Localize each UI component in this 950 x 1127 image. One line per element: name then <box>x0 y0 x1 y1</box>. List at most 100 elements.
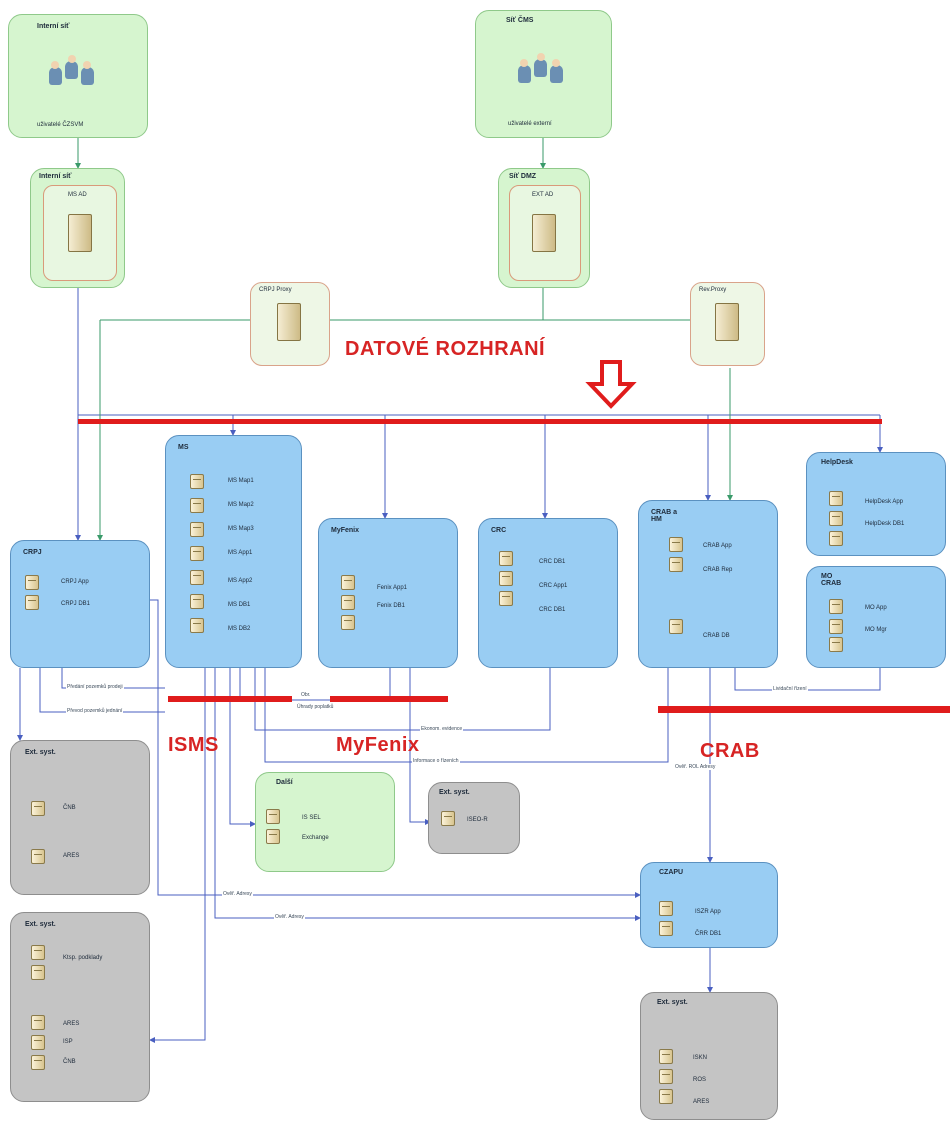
node-title: CZAPU <box>659 869 684 876</box>
server-icon <box>25 595 39 610</box>
ms-node[interactable]: MS MS Map1 MS Map2 MS Map3 MS App1 MS Ap… <box>165 435 302 668</box>
datove-rozhrani-bars <box>78 419 950 713</box>
ext-syst-4-node[interactable]: Ext. syst. ISKN ROS ARES <box>640 992 778 1120</box>
node-title: MyFenix <box>331 527 360 534</box>
ms-item: MS DB1 <box>228 602 251 608</box>
dalsi-node[interactable]: Další IS SEL Exchange <box>255 772 395 872</box>
ext2-item: ISEO-R <box>467 817 488 823</box>
datove-rozhrani-label: DATOVÉ ROZHRANÍ <box>345 338 546 360</box>
intranet-users-node[interactable]: Interní síť uživatelé ČZSVM <box>8 14 148 138</box>
node-title: MO CRAB <box>821 573 842 587</box>
server-icon <box>829 637 843 652</box>
crab-item: CRAB App <box>703 543 732 549</box>
node-title: CRPJ <box>23 549 42 556</box>
server-icon <box>31 801 45 816</box>
node-title: Ext. syst. <box>657 999 688 1006</box>
crab-item: CRAB DB <box>703 633 730 639</box>
inner-label: MS AD <box>68 192 87 198</box>
server-icon <box>190 594 204 609</box>
mo-crab-node[interactable]: MO CRAB MO App MO Mgr <box>806 566 946 668</box>
internal-ad-node[interactable]: Interní síť MS AD <box>30 168 125 288</box>
edge-label: Ověř. Adresy <box>274 914 305 920</box>
ext-syst-1-node[interactable]: Ext. syst. ČNB ARES <box>10 740 150 895</box>
crc-node[interactable]: CRC CRC DB1 CRC App1 CRC DB1 <box>478 518 618 668</box>
server-icon <box>829 491 843 506</box>
crc-item: CRC DB1 <box>539 559 566 565</box>
ext4-item: ROS <box>693 1077 707 1083</box>
crab-node[interactable]: CRAB a HM CRAB App CRAB Rep CRAB DB <box>638 500 778 668</box>
edge-label: Obr. <box>300 692 312 698</box>
edge-label: Lividační řízení <box>772 686 808 692</box>
server-icon <box>659 1089 673 1104</box>
server-icon <box>341 575 355 590</box>
helpdesk-node[interactable]: HelpDesk HelpDesk App HelpDesk DB1 <box>806 452 946 556</box>
server-icon <box>829 599 843 614</box>
external-users-node[interactable]: Síť ČMS uživatelé externí <box>475 10 612 138</box>
czapu-node[interactable]: CZAPU ISZR App ČRR DB1 <box>640 862 778 948</box>
node-title: Rev.Proxy <box>699 287 727 293</box>
crpj-node[interactable]: CRPJ CRPJ App CRPJ DB1 <box>10 540 150 668</box>
isms-label: ISMS <box>168 734 219 756</box>
server-icon <box>499 551 513 566</box>
rev-proxy-node[interactable]: Rev.Proxy <box>690 282 765 366</box>
down-arrow-icon <box>585 360 637 409</box>
ms-item: MS Map1 <box>228 478 254 484</box>
ms-ad-container: MS AD <box>43 185 117 281</box>
edge-label: Informace o řízeních <box>412 758 460 764</box>
server-icon <box>31 1035 45 1050</box>
edge-label: Ověř. Adresy <box>222 891 253 897</box>
server-icon <box>190 570 204 585</box>
helpdesk-item: HelpDesk App <box>865 499 904 505</box>
ext-syst-2-node[interactable]: Ext. syst. ISEO-R <box>428 782 520 854</box>
users-icon <box>49 55 95 91</box>
czapu-item: ISZR App <box>695 909 721 915</box>
ext4-item: ISKN <box>693 1055 708 1061</box>
server-icon <box>31 965 45 980</box>
myfenix-node[interactable]: MyFenix Fenix App1 Fenix DB1 <box>318 518 458 668</box>
server-icon <box>669 557 683 572</box>
myfenix-label: MyFenix <box>336 734 420 756</box>
myfenix-item: Fenix App1 <box>377 585 408 591</box>
server-icon <box>190 618 204 633</box>
edge-label: Převod pozemků jednání <box>66 708 124 714</box>
ext3-item: Ktsp. podklady <box>63 955 103 961</box>
server-icon <box>659 901 673 916</box>
server-icon <box>659 1049 673 1064</box>
server-icon <box>190 546 204 561</box>
server-icon <box>669 537 683 552</box>
crpj-proxy-node[interactable]: CRPJ Proxy <box>250 282 330 366</box>
server-icon <box>829 619 843 634</box>
node-title: HelpDesk <box>821 459 853 466</box>
connector-lines <box>17 138 883 1043</box>
users-icon <box>518 53 564 89</box>
node-title: Ext. syst. <box>25 749 56 756</box>
crpj-item: CRPJ App <box>61 579 89 585</box>
server-icon <box>190 474 204 489</box>
server-icon <box>31 1055 45 1070</box>
crpj-item: CRPJ DB1 <box>61 601 91 607</box>
server-icon <box>31 945 45 960</box>
node-title: Další <box>276 779 293 786</box>
ext1-item: ČNB <box>63 805 76 811</box>
node-title: Interní síť <box>39 173 72 180</box>
czapu-item: ČRR DB1 <box>695 931 722 937</box>
crab-item: CRAB Rep <box>703 567 733 573</box>
ms-item: MS Map3 <box>228 526 254 532</box>
node-title: Interní síť <box>37 23 70 30</box>
server-icon <box>277 303 301 341</box>
server-icon <box>31 1015 45 1030</box>
dmz-ad-node[interactable]: Síť DMZ EXT AD <box>498 168 590 288</box>
ms-item: MS DB2 <box>228 626 251 632</box>
mo-crab-item: MO Mgr <box>865 627 887 633</box>
dalsi-item: Exchange <box>302 835 329 841</box>
node-title: MS <box>178 444 189 451</box>
ext-syst-3-node[interactable]: Ext. syst. Ktsp. podklady ARES ISP ČNB <box>10 912 150 1102</box>
ext4-item: ARES <box>693 1099 710 1105</box>
myfenix-item: Fenix DB1 <box>377 603 406 609</box>
server-icon <box>659 1069 673 1084</box>
node-title: CRAB a HM <box>651 509 678 523</box>
server-icon <box>190 522 204 537</box>
ms-item: MS App1 <box>228 550 253 556</box>
ext3-item: ČNB <box>63 1059 76 1065</box>
